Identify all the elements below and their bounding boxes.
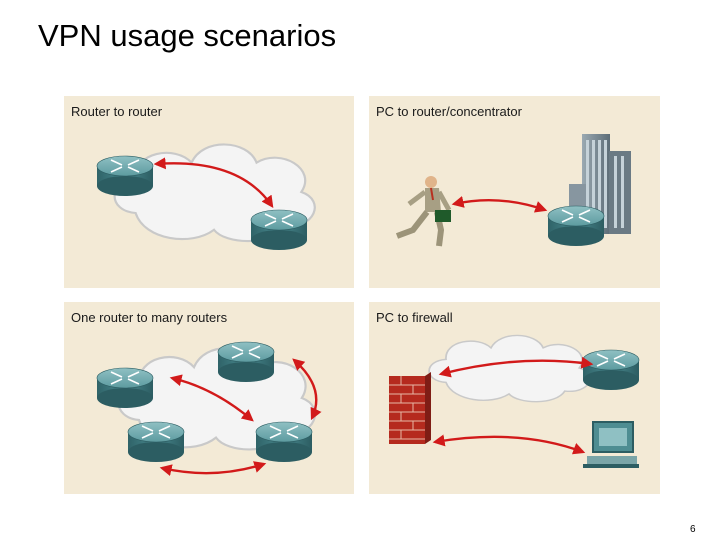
firewall-icon	[389, 372, 431, 444]
router-icon	[217, 341, 275, 383]
tunnel-arrow-icon	[432, 434, 586, 455]
panel-label: One router to many routers	[71, 310, 228, 325]
panel-label: PC to firewall	[376, 310, 453, 325]
one-to-many-diagram	[96, 341, 322, 477]
tunnel-arrow-icon	[153, 157, 274, 208]
router-to-router-diagram	[96, 143, 316, 251]
building-icon	[569, 134, 631, 234]
router-icon	[582, 349, 640, 391]
pc-icon	[583, 421, 639, 468]
cloud-icon	[428, 334, 591, 403]
pc-to-router-diagram	[395, 134, 631, 247]
panel-label: Router to router	[71, 104, 163, 119]
panel-pc-to-router-concentrator: PC to router/concentrator	[369, 96, 660, 288]
slide-title: VPN usage scenarios	[38, 18, 337, 53]
tunnel-arrow-icon	[169, 374, 254, 422]
router-icon	[96, 155, 154, 197]
tunnel-arrow-icon	[292, 358, 322, 421]
page-number: 6	[690, 524, 696, 535]
router-icon	[255, 421, 313, 463]
panel-label: PC to router/concentrator	[376, 104, 522, 119]
router-icon	[127, 421, 185, 463]
tunnel-arrow-icon	[451, 196, 548, 213]
tunnel-arrow-icon	[438, 356, 594, 378]
panel-one-router-to-many-routers: One router to many routers	[64, 302, 354, 494]
router-icon	[96, 367, 154, 409]
tunnel-arrow-icon	[159, 461, 267, 477]
panel-pc-to-firewall: PC to firewall	[369, 302, 660, 494]
pc-to-firewall-diagram	[389, 334, 640, 468]
router-icon	[547, 205, 605, 247]
router-icon	[250, 209, 308, 251]
panel-router-to-router: Router to router	[64, 96, 354, 288]
traveler-icon	[395, 176, 452, 247]
